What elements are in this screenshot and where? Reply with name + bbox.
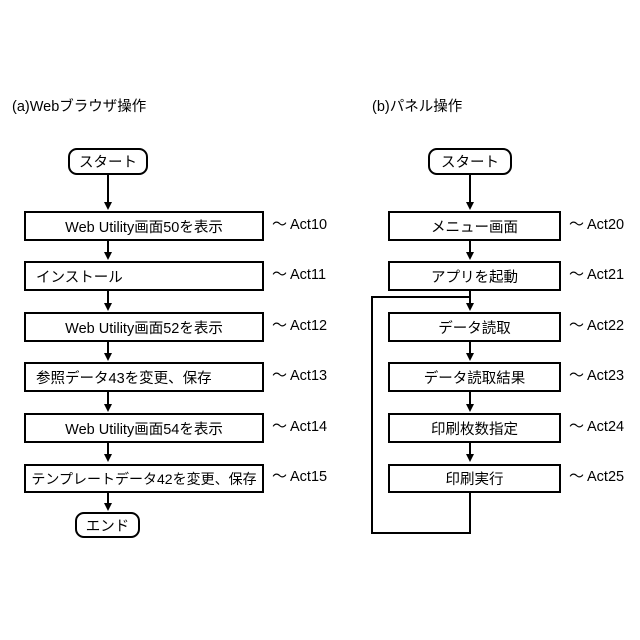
panel-a-arrowhead-act11	[103, 252, 112, 260]
tilde-leader-icon: ～	[569, 468, 585, 485]
panel-a-act11-code: Act11	[290, 267, 327, 284]
panel-a-step-act10-label: Web Utility画面50を表示	[65, 219, 223, 236]
panel-b-arrowhead-act21	[465, 252, 474, 260]
panel-b-connector-act24-act25	[469, 443, 471, 455]
panel-a-arrowhead-act13	[103, 353, 112, 361]
panel-b-connector-act22-act23	[469, 342, 471, 354]
tilde-leader-icon: ～	[569, 266, 585, 283]
panel-b-arrowhead-act20	[465, 202, 474, 210]
panel-a-start-node: スタート	[68, 148, 148, 175]
panel-a-step-act12-label: Web Utility画面52を表示	[65, 320, 223, 337]
panel-b-start-label: スタート	[441, 155, 499, 171]
panel-b-step-act22: データ読取	[388, 312, 561, 342]
panel-b-connector-act20-act21	[469, 241, 471, 253]
panel-b-loop-left-segment	[371, 297, 373, 534]
tilde-leader-icon: ～	[569, 216, 585, 233]
panel-b-step-act25-label: 印刷実行	[445, 472, 504, 488]
panel-b-arrowhead-act22	[465, 303, 474, 311]
panel-a-title: (a)Webブラウザ操作	[12, 99, 147, 115]
panel-b-arrowhead-act24	[465, 404, 474, 412]
panel-b-step-act25: 印刷実行	[388, 464, 561, 493]
panel-b-act22-code: Act22	[587, 318, 625, 335]
panel-b-act21-code: Act21	[587, 267, 625, 284]
panel-a-act12-code: Act12	[290, 318, 328, 335]
panel-a-step-act15: テンプレートデータ42を変更、保存	[24, 464, 264, 493]
panel-a-step-act10: Web Utility画面50を表示	[24, 211, 264, 241]
panel-b-step-act21: アプリを起動	[388, 261, 561, 291]
panel-b-arrowhead-act25	[465, 454, 474, 462]
panel-a-step-act11: インストール	[24, 261, 264, 291]
panel-b-act20-annotation: ～ Act20	[569, 216, 625, 234]
panel-a-act15-annotation: ～ Act15	[272, 468, 328, 486]
panel-a-step-act14-label: Web Utility画面54を表示	[65, 421, 223, 438]
panel-b-step-act23: データ読取結果	[388, 362, 561, 392]
panel-a-arrowhead-act14	[103, 404, 112, 412]
panel-b-step-act23-label: データ読取結果	[423, 370, 526, 387]
panel-a-step-act11-label: インストール	[36, 269, 123, 286]
panel-a-step-act15-label: テンプレートデータ42を変更、保存	[31, 470, 257, 487]
panel-a-act12-annotation: ～ Act12	[272, 317, 328, 335]
panel-a-connector-act14-act15	[107, 443, 109, 455]
panel-a-connector-act13-act14	[107, 392, 109, 405]
panel-b-step-act21-label: アプリを起動	[431, 269, 518, 286]
panel-a-act13-code: Act13	[290, 368, 328, 385]
panel-b-connector-act23-act24	[469, 392, 471, 405]
panel-b-act23-annotation: ～ Act23	[569, 367, 625, 385]
tilde-leader-icon: ～	[272, 216, 288, 233]
panel-b-step-act22-label: データ読取	[438, 320, 511, 337]
panel-a-step-act13-label: 参照データ43を変更、保存	[36, 370, 212, 387]
panel-a-start-label: スタート	[79, 155, 137, 171]
panel-b-step-act20-label: メニュー画面	[431, 219, 518, 236]
panel-b-act20-code: Act20	[587, 217, 625, 234]
panel-b-loop-down-segment	[469, 493, 471, 534]
panel-a-act11-annotation: ～ Act11	[272, 266, 327, 284]
panel-b-start-node: スタート	[428, 148, 512, 175]
panel-a-connector-act11-act12	[107, 291, 109, 304]
panel-a-act15-code: Act15	[290, 469, 328, 486]
tilde-leader-icon: ～	[272, 317, 288, 334]
panel-a-act10-code: Act10	[290, 217, 328, 234]
panel-a-arrowhead-act15	[103, 454, 112, 462]
tilde-leader-icon: ～	[272, 266, 288, 283]
panel-b-act24-annotation: ～ Act24	[569, 418, 625, 436]
panel-b-step-act24: 印刷枚数指定	[388, 413, 561, 443]
panel-b-step-act24-label: 印刷枚数指定	[431, 421, 518, 438]
panel-a-step-act13: 参照データ43を変更、保存	[24, 362, 264, 392]
panel-b-act25-annotation: ～ Act25	[569, 468, 625, 486]
panel-a-act14-annotation: ～ Act14	[272, 418, 328, 436]
panel-a-connector-act15-end	[107, 493, 109, 504]
tilde-leader-icon: ～	[272, 418, 288, 435]
tilde-leader-icon: ～	[569, 418, 585, 435]
panel-b-arrowhead-act23	[465, 353, 474, 361]
panel-a-act14-code: Act14	[290, 419, 328, 436]
panel-b-act21-annotation: ～ Act21	[569, 266, 625, 284]
tilde-leader-icon: ～	[272, 367, 288, 384]
panel-a-act10-annotation: ～ Act10	[272, 216, 328, 234]
panel-b-act25-code: Act25	[587, 469, 625, 486]
panel-a-end-label: エンド	[85, 518, 130, 535]
tilde-leader-icon: ～	[272, 468, 288, 485]
panel-a-arrowhead-act10	[103, 202, 112, 210]
panel-b-act24-code: Act24	[587, 419, 625, 436]
tilde-leader-icon: ～	[569, 317, 585, 334]
panel-b-title: (b)パネル操作	[372, 99, 463, 115]
panel-b-loop-bottom-segment	[371, 532, 471, 534]
panel-b-loop-top-segment	[371, 296, 471, 298]
panel-a-connector-act10-act11	[107, 241, 109, 253]
panel-a-act13-annotation: ～ Act13	[272, 367, 328, 385]
panel-a-step-act12: Web Utility画面52を表示	[24, 312, 264, 342]
tilde-leader-icon: ～	[569, 367, 585, 384]
panel-a-step-act14: Web Utility画面54を表示	[24, 413, 264, 443]
panel-a-end-node: エンド	[75, 512, 140, 538]
panel-b-act23-code: Act23	[587, 368, 625, 385]
panel-a-arrowhead-act12	[103, 303, 112, 311]
panel-a-connector-start-act10	[107, 175, 109, 203]
panel-a-arrowhead-end	[103, 503, 112, 511]
panel-b-act22-annotation: ～ Act22	[569, 317, 625, 335]
panel-b-step-act20: メニュー画面	[388, 211, 561, 241]
panel-a-connector-act12-act13	[107, 342, 109, 354]
panel-b-connector-start-act20	[469, 175, 471, 203]
